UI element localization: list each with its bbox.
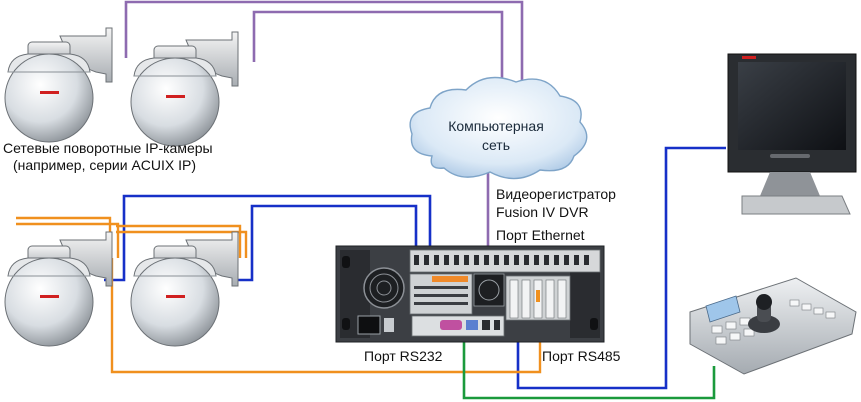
port-rs485-label: Порт RS485 — [542, 348, 621, 364]
network-cloud-icon — [409, 76, 588, 180]
analog-camera-1 — [4, 231, 113, 347]
cloud-label-line2: сеть — [481, 137, 511, 153]
dvr-label-line2: Fusion IV DVR — [496, 204, 589, 220]
ptz-keyboard-icon — [689, 277, 857, 375]
video-cables — [104, 146, 726, 390]
dvr-unit — [335, 245, 605, 343]
ip-camera-1 — [4, 27, 113, 143]
network-cameras-label-line1: Сетевые поворотные IP-камеры — [3, 140, 213, 156]
rs232-cable — [462, 330, 716, 400]
dvr-label-line1: Видеорегистратор — [496, 186, 616, 202]
cloud-label-line1: Компьютерная — [448, 118, 544, 134]
analog-camera-2 — [130, 231, 239, 347]
network-cameras-label-line2: (например, серии ACUIX IP) — [13, 157, 197, 173]
ip-camera-2 — [130, 31, 239, 147]
port-rs232-label: Порт RS232 — [364, 348, 443, 364]
port-ethernet-label: Порт Ethernet — [496, 227, 585, 243]
lcd-monitor-icon — [727, 53, 857, 215]
